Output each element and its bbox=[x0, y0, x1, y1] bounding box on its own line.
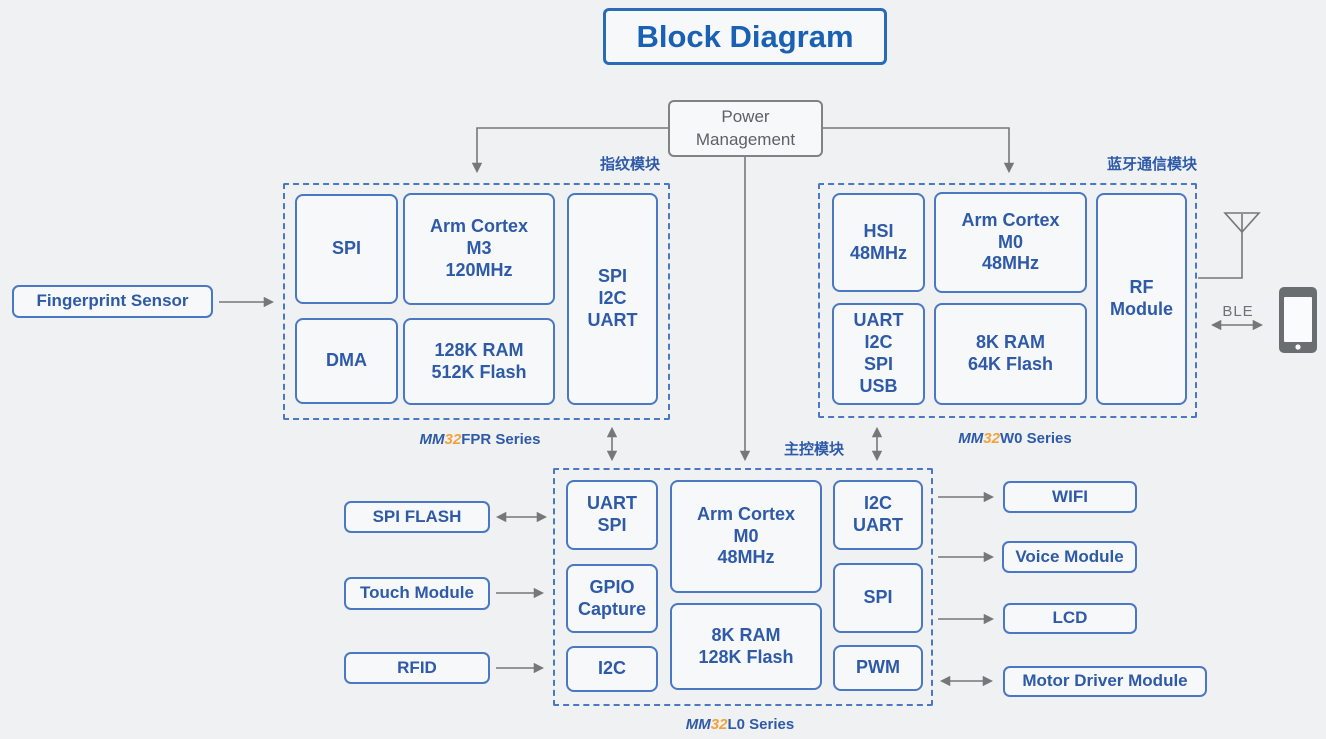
block-bt-peripherals: UART I2C SPI USB bbox=[832, 303, 925, 405]
fingerprint-sensor-box: Fingerprint Sensor bbox=[12, 285, 213, 318]
block-bt-hsi: HSI 48MHz bbox=[832, 193, 925, 292]
series-mm: MM bbox=[419, 431, 445, 448]
module-bluetooth bbox=[818, 183, 1197, 418]
block-main-cpu-m0: Arm Cortex M0 48MHz bbox=[670, 480, 822, 593]
block-fp-peripherals: SPI I2C UART bbox=[567, 193, 658, 405]
module-main-control bbox=[553, 468, 933, 706]
series-rest: L0 Series bbox=[727, 716, 795, 733]
lcd-box: LCD bbox=[1003, 603, 1137, 634]
series-num: 32 bbox=[983, 430, 1000, 447]
series-label-w0: MM32W0 Series bbox=[915, 430, 1115, 447]
block-main-memory: 8K RAM 128K Flash bbox=[670, 603, 822, 690]
module-fingerprint bbox=[283, 183, 670, 420]
touch-module-box: Touch Module bbox=[344, 577, 490, 610]
antenna-icon bbox=[1198, 212, 1261, 279]
block-bt-rf-module: RF Module bbox=[1096, 193, 1187, 405]
motor-driver-box: Motor Driver Module bbox=[1003, 666, 1207, 697]
wifi-box: WIFI bbox=[1003, 481, 1137, 513]
series-num: 32 bbox=[444, 431, 462, 448]
block-main-spi: SPI bbox=[833, 563, 923, 633]
block-main-i2c: I2C bbox=[566, 646, 658, 692]
series-label-l0: MM32L0 Series bbox=[640, 716, 840, 733]
block-bt-memory: 8K RAM 64K Flash bbox=[934, 303, 1087, 405]
block-bt-cpu-m0: Arm Cortex M0 48MHz bbox=[934, 192, 1087, 293]
block-fp-dma: DMA bbox=[295, 318, 398, 404]
series-rest: FPR Series bbox=[461, 431, 541, 448]
pm-to-bluetooth-line bbox=[823, 127, 1015, 174]
module-tag-bluetooth: 蓝牙通信模块 bbox=[1106, 156, 1197, 173]
series-mm: MM bbox=[685, 716, 711, 733]
block-main-uart-spi: UART SPI bbox=[566, 480, 658, 550]
power-management-box: Power Management bbox=[668, 100, 823, 157]
page-title: Block Diagram bbox=[603, 8, 887, 65]
module-tag-main: 主控模块 bbox=[783, 441, 844, 458]
block-fp-spi: SPI bbox=[295, 194, 398, 304]
series-label-fpr: MM32FPR Series bbox=[380, 431, 580, 448]
block-main-i2c-uart: I2C UART bbox=[833, 480, 923, 550]
block-main-pwm: PWM bbox=[833, 645, 923, 691]
phone-icon bbox=[1279, 287, 1317, 353]
series-rest: W0 Series bbox=[999, 430, 1072, 447]
series-mm: MM bbox=[958, 430, 984, 447]
block-fp-memory: 128K RAM 512K Flash bbox=[403, 318, 555, 405]
rfid-box: RFID bbox=[344, 652, 490, 684]
voice-module-box: Voice Module bbox=[1002, 541, 1137, 573]
block-fp-cpu-m3: Arm Cortex M3 120MHz bbox=[403, 193, 555, 305]
spi-flash-box: SPI FLASH bbox=[344, 501, 490, 533]
ble-label: BLE bbox=[1222, 303, 1254, 320]
block-main-gpio-capture: GPIO Capture bbox=[566, 564, 658, 633]
module-tag-fingerprint: 指纹模块 bbox=[599, 156, 660, 173]
series-num: 32 bbox=[710, 716, 728, 733]
